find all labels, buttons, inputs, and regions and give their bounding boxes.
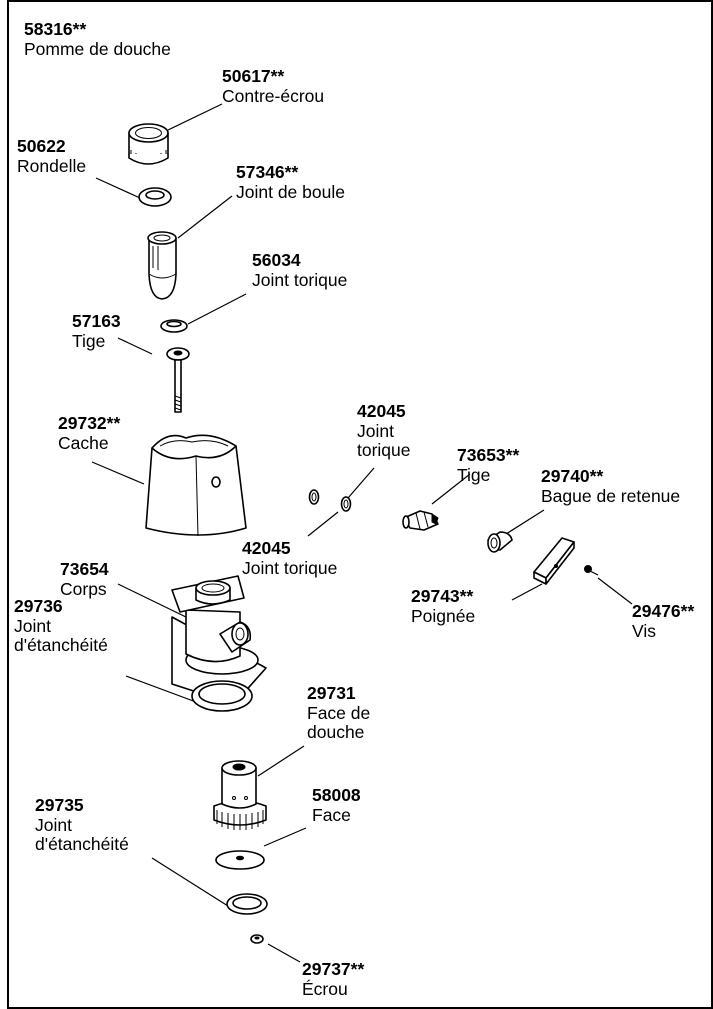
label-56034: 56034 Joint torique [252,250,348,290]
part-name: Cache [58,432,109,453]
part-name: Joint [14,615,51,636]
lower-gasket-part [226,893,268,915]
part-number: 50617** [222,66,285,86]
label-58316: 58316** Pomme de douche [24,19,171,59]
part-name-line2: d'étanchéité [35,834,129,855]
part-number: 57346** [236,162,299,182]
part-number: 50622 [17,136,66,156]
label-50617: 50617** Contre-écrou [222,66,325,106]
part-name: Tige [457,464,491,485]
part-name: Poignée [411,605,476,626]
part-name: Face [312,804,351,825]
face-plate-part [215,850,265,870]
lock-nut-part [128,123,169,165]
part-number: 58008 [312,785,361,805]
part-name: Joint [357,420,394,441]
part-name: Contre-écrou [222,85,325,106]
part-name: Joint torique [242,557,338,578]
label-29735: 29735 Joint d'étanchéité [35,795,129,855]
part-name: Joint de boule [236,181,345,202]
body-part [171,575,267,705]
part-name: Tige [72,330,106,351]
part-name: Joint torique [252,269,348,290]
part-name: Joint [35,814,72,835]
part-number: 58316** [24,19,87,39]
part-name: Pomme de douche [24,38,171,59]
label-29476: 29476** Vis [632,601,695,641]
part-number: 29735 [35,795,84,815]
retaining-ring-part [487,531,513,553]
part-name: Face de [307,702,371,723]
o-ring-part [160,319,188,333]
stem-part [166,347,190,413]
part-name-line2: douche [307,722,365,743]
label-57346: 57346** Joint de boule [236,162,345,202]
label-73653: 73653** Tige [457,445,520,485]
label-29732: 29732** Cache [58,413,121,453]
label-29740: 29740** Bague de retenue [541,466,681,506]
part-number: 29732** [58,413,121,433]
part-name: Écrou [302,978,348,999]
part-number: 29743** [411,586,474,606]
o-ring-pair [308,489,352,512]
label-29743: 29743** Poignée [411,586,476,626]
label-29737: 29737** Écrou [302,959,365,999]
shower-face-part [213,760,267,830]
label-29736: 29736 Joint d'étanchéité [14,596,108,656]
part-number: 29736 [14,596,63,616]
small-stem-part [402,510,439,531]
part-name: Corps [60,578,107,599]
part-number: 29737** [302,959,365,979]
part-name: Vis [632,620,656,641]
part-name: Rondelle [17,155,87,176]
gasket-part [191,680,253,712]
part-number: 29740** [541,466,604,486]
part-number: 56034 [252,250,301,270]
part-name: Bague de retenue [541,485,681,506]
part-number: 29731 [307,683,356,703]
cover-part [145,434,247,537]
part-number: 57163 [72,311,121,331]
washer-part [138,187,172,207]
ball-joint-part [147,231,177,300]
label-50622: 50622 Rondelle [17,136,87,176]
handle-part [533,537,575,585]
part-number: 73653** [457,445,520,465]
part-number: 29476** [632,601,695,621]
part-number: 42045 [357,401,406,421]
part-number: 42045 [242,538,291,558]
label-58008: 58008 Face [312,785,361,825]
leader-lines [91,103,633,963]
part-name-line2: d'étanchéité [14,635,108,656]
label-29731: 29731 Face de douche [307,683,371,743]
label-42045-bottom: 42045 Joint torique [242,538,338,578]
label-42045-top: 42045 Joint torique [357,401,411,461]
nut-part [250,934,264,944]
part-number: 73654 [60,559,109,579]
label-57163: 57163 Tige [72,311,121,351]
screw-part [584,565,599,576]
part-name-line2: torique [357,440,411,461]
label-73654: 73654 Corps [60,559,109,599]
diagram-border [7,0,713,1009]
